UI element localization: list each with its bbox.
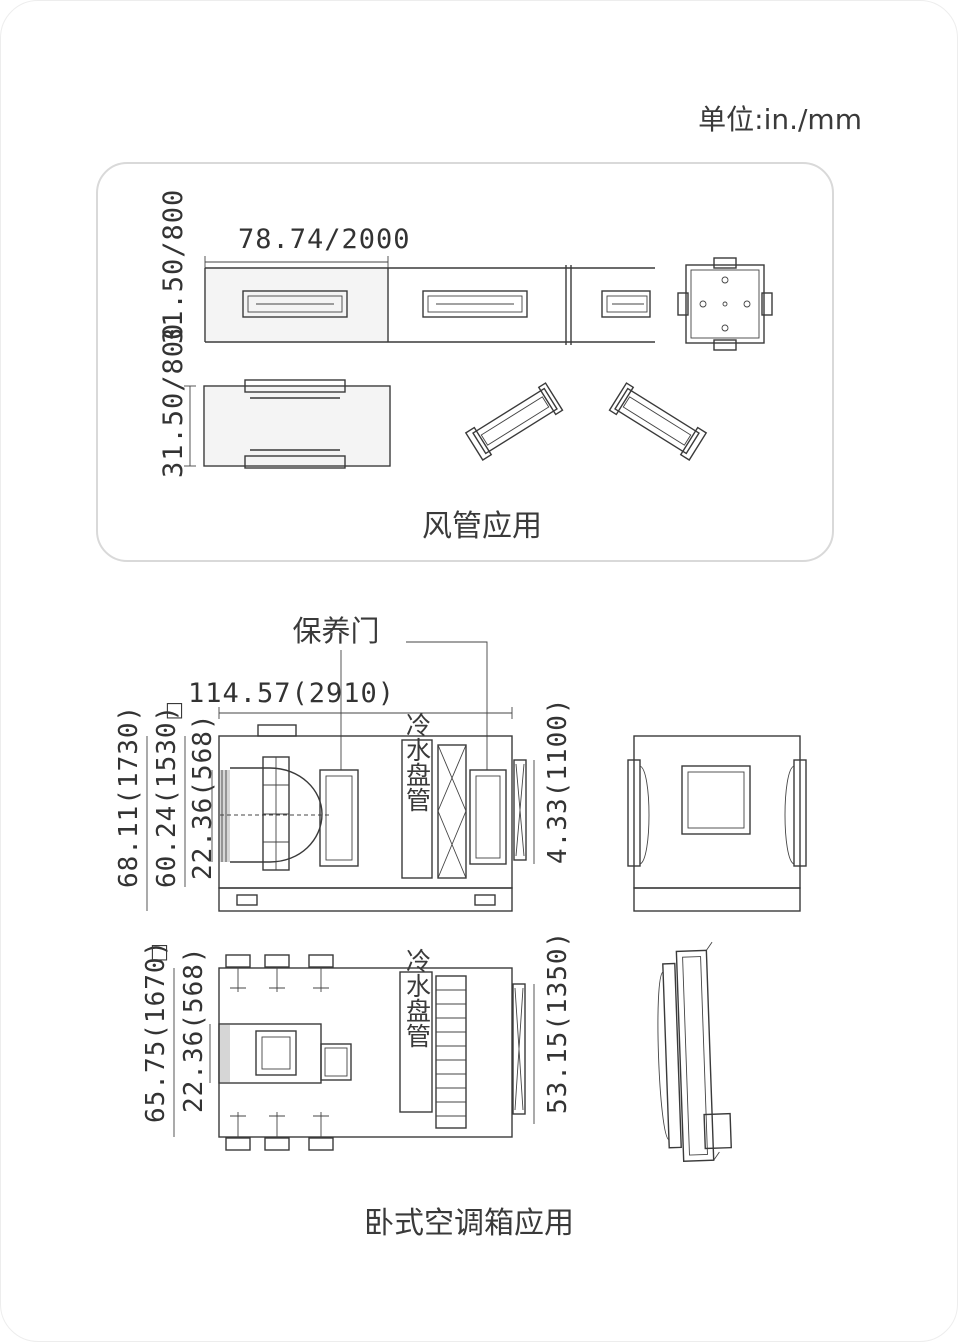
duct-length-dim: 78.74/2000 xyxy=(238,224,411,255)
maintenance-door-label: 保养门 xyxy=(292,614,379,648)
duct-isometric-view-b xyxy=(608,382,708,461)
ahu-height-dim-2: 60.24(1530) xyxy=(152,705,182,888)
duct-isometric-view-a xyxy=(464,382,564,461)
ahu-length-dim-line xyxy=(218,707,513,719)
duct-height-dim-bottom: 31.50/800 xyxy=(158,323,189,478)
duct-side-view xyxy=(184,379,391,469)
duct-top-view xyxy=(204,256,655,345)
ahu-dim-mark-bottom: □ xyxy=(150,939,169,963)
unit-label: 单位:in./mm xyxy=(698,103,862,136)
maintenance-door-leader xyxy=(340,641,488,770)
ahu-height-dim-3: 22.36(568) xyxy=(188,713,218,880)
duct-end-view xyxy=(677,257,773,351)
ahu-plan-view xyxy=(173,954,535,1151)
ahu-isometric-view xyxy=(657,941,732,1163)
duct-caption: 风管应用 xyxy=(422,509,542,544)
ahu-height-dim-4: 4.33(1100) xyxy=(543,697,573,864)
ahu-height-dim-1: 68.11(1730) xyxy=(114,705,144,888)
ahu-end-view xyxy=(627,735,807,912)
ahu-plan-dim-2: 22.36(568) xyxy=(179,946,209,1113)
ahu-dim-mark-top: □ xyxy=(165,697,184,721)
ahu-side-view xyxy=(146,724,535,912)
ahu-plan-dim-3: 53.15(1350) xyxy=(543,931,573,1114)
duct-panel xyxy=(96,162,834,562)
ahu-length-dim: 114.57(2910) xyxy=(188,678,395,709)
duct-height-dim-top: 31.50/800 xyxy=(158,189,189,344)
ahu-caption: 卧式空调箱应用 xyxy=(364,1206,574,1241)
ahu-side-coil-label: 冷水盘管 xyxy=(403,712,432,812)
ahu-plan-coil-label: 冷水盘管 xyxy=(403,948,432,1048)
ahu-plan-dim-1: 65.75(1670) xyxy=(141,940,171,1123)
